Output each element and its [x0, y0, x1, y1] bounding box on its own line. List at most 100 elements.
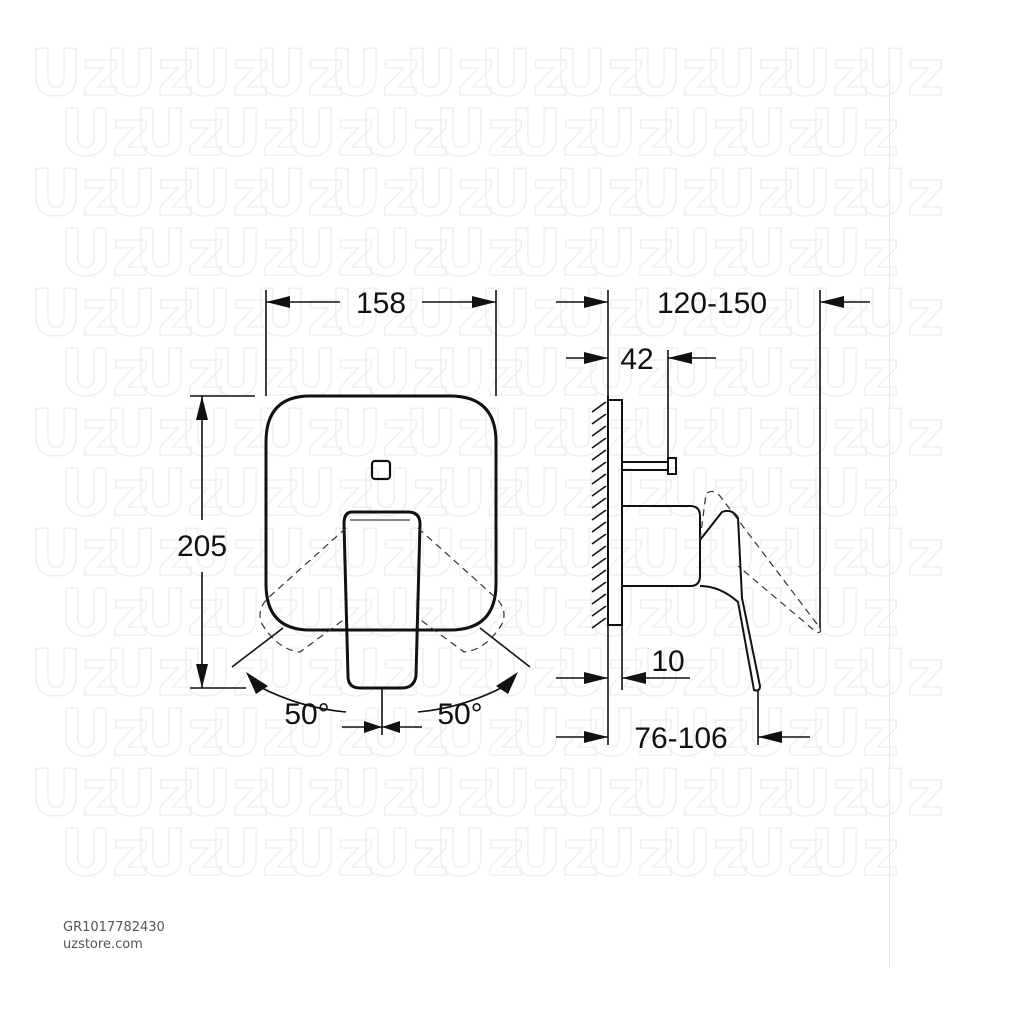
watermark-glyph: Uz [60, 217, 149, 291]
wall-hatch-line [591, 473, 607, 485]
watermark-glyph: Uz [855, 157, 944, 231]
watermark-glyph: Uz [180, 397, 269, 471]
dim-plate-label: 10 [651, 645, 684, 678]
watermark-glyph: Uz [660, 577, 749, 651]
watermark-glyph: Uz [780, 157, 869, 231]
watermark-glyph: Uz [630, 37, 719, 111]
watermark-glyph: Uz [135, 817, 224, 891]
watermark-glyph: Uz [705, 637, 794, 711]
watermark-glyph: Uz [330, 757, 419, 831]
watermark-glyph: Uz [480, 277, 569, 351]
watermark-glyph: Uz [255, 397, 344, 471]
watermark-glyph: Uz [330, 37, 419, 111]
watermark-glyph: Uz [630, 277, 719, 351]
watermark-glyph: Uz [660, 457, 749, 531]
watermark-glyph: Uz [435, 817, 524, 891]
watermark-glyph: Uz [480, 37, 569, 111]
watermark-glyph: Uz [705, 277, 794, 351]
watermark-glyph: Uz [480, 757, 569, 831]
diverter-button [370, 459, 392, 481]
watermark-glyph: Uz [60, 457, 149, 531]
watermark-glyph: Uz [705, 397, 794, 471]
watermark-glyph: Uz [435, 457, 524, 531]
watermark-glyph: Uz [705, 517, 794, 591]
watermark-glyph: Uz [405, 37, 494, 111]
watermark-glyph: Uz [510, 577, 599, 651]
watermark-glyph: Uz [435, 577, 524, 651]
watermark-glyph: Uz [330, 397, 419, 471]
watermark-glyph: Uz [210, 97, 299, 171]
watermark-glyph: Uz [510, 817, 599, 891]
watermark-glyph: Uz [105, 517, 194, 591]
watermark-glyph: Uz [780, 277, 869, 351]
watermark-glyph: Uz [405, 277, 494, 351]
watermark-glyph: Uz [180, 157, 269, 231]
side-view [556, 290, 870, 745]
watermark-glyph: Uz [585, 97, 674, 171]
watermark-glyph: Uz [705, 157, 794, 231]
watermark-glyph: Uz [630, 157, 719, 231]
wall-hatch-line [591, 545, 607, 557]
wall-hatch-line [591, 461, 607, 473]
watermark-glyph: Uz [360, 817, 449, 891]
watermark-glyph: Uz [585, 337, 674, 411]
watermark-glyph: Uz [405, 637, 494, 711]
watermark-glyph: Uz [780, 637, 869, 711]
wall-hatch-line [591, 449, 607, 461]
watermark-glyph: Uz [135, 337, 224, 411]
watermark-glyph: Uz [555, 37, 644, 111]
watermark-glyph: Uz [585, 817, 674, 891]
dim-width-label: 158 [356, 287, 406, 320]
watermark-glyph: Uz [60, 817, 149, 891]
wall-hatch-line [591, 521, 607, 533]
watermark-glyph: Uz [180, 277, 269, 351]
wall-hatch-line [591, 413, 607, 425]
watermark-glyph: Uz [810, 337, 899, 411]
side-lever-raised [699, 490, 822, 634]
watermark-glyph: Uz [780, 757, 869, 831]
watermark-glyph: Uz [780, 517, 869, 591]
watermark-glyph: Uz [255, 757, 344, 831]
dim-angle-left-label: 50° [284, 698, 329, 731]
dim-angle-right-label: 50° [437, 698, 482, 731]
watermark-glyph: Uz [660, 697, 749, 771]
watermark-glyph: Uz [855, 397, 944, 471]
watermark-glyph: Uz [705, 757, 794, 831]
watermark-glyph: Uz [30, 277, 119, 351]
watermark-glyph: Uz [510, 457, 599, 531]
watermark-glyph: Uz [480, 157, 569, 231]
watermark-glyph: Uz [180, 517, 269, 591]
dim-height-label: 205 [177, 530, 227, 563]
side-plate [607, 399, 623, 626]
watermark-glyph: Uz [255, 37, 344, 111]
watermark-glyph: Uz [405, 397, 494, 471]
watermark-glyph: Uz [660, 817, 749, 891]
watermark-glyph: Uz [555, 157, 644, 231]
watermark-glyph: Uz [660, 97, 749, 171]
watermark-glyph: Uz [510, 217, 599, 291]
watermark-glyph: Uz [210, 457, 299, 531]
watermark-glyph: Uz [255, 517, 344, 591]
watermark-glyph: Uz [210, 577, 299, 651]
watermark-glyph: Uz [480, 517, 569, 591]
watermark-glyph: Uz [135, 217, 224, 291]
watermark-glyph: Uz [510, 97, 599, 171]
watermark-glyph: Uz [105, 637, 194, 711]
watermark-glyph: Uz [60, 97, 149, 171]
watermark-glyph: Uz [555, 517, 644, 591]
wall-hatch-line [591, 581, 607, 593]
watermark-glyph: Uz [30, 517, 119, 591]
watermark-glyph: Uz [135, 577, 224, 651]
watermark-glyph: Uz [180, 757, 269, 831]
watermark-glyph: Uz [735, 817, 824, 891]
watermark-glyph: Uz [780, 397, 869, 471]
watermark-glyph: Uz [360, 337, 449, 411]
watermark-glyph: Uz [30, 397, 119, 471]
wall-hatch-line [591, 401, 607, 413]
watermark-glyph: Uz [330, 277, 419, 351]
wall-hatch-line [591, 569, 607, 581]
watermark-glyph: Uz [330, 157, 419, 231]
watermark-glyph: Uz [285, 457, 374, 531]
watermark-glyph: Uz [435, 217, 524, 291]
watermark-glyph: Uz [585, 217, 674, 291]
